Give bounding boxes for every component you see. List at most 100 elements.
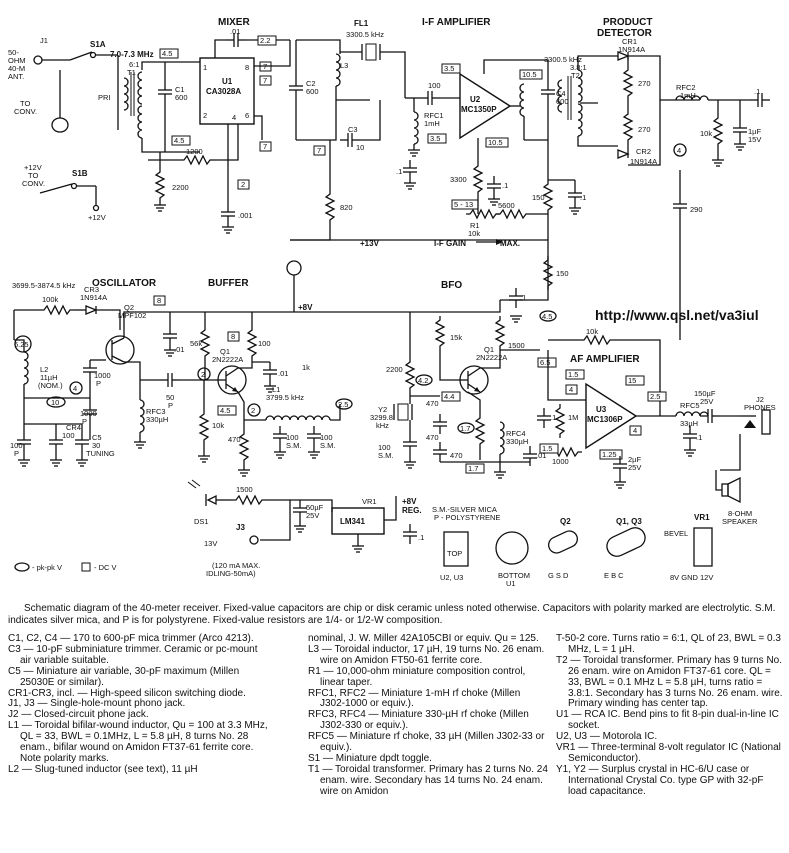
r3300-label: 3300: [450, 175, 467, 184]
c2-trimmer-icon: [288, 77, 304, 99]
svg-text:Q2: Q2: [560, 517, 571, 526]
c100-sm-bfo-icon: [402, 433, 418, 455]
svg-text:.1: .1: [418, 533, 424, 542]
svg-text:.1: .1: [520, 293, 526, 302]
svg-text:.1: .1: [502, 181, 508, 190]
svg-text:2: 2: [251, 406, 255, 415]
r2200-bfo-label: 2200: [386, 365, 403, 374]
svg-text:4: 4: [232, 113, 236, 122]
q1-bfo-transistor-icon: [459, 365, 489, 395]
svg-text:6: 6: [245, 111, 249, 120]
r2200-label: 2200: [172, 183, 189, 192]
r270b-label: 270: [638, 125, 651, 134]
u3-ic: [585, 382, 638, 450]
vr1-ic-label: LM341: [340, 517, 365, 526]
r100k-icon: [39, 305, 75, 315]
svg-text:.1: .1: [550, 413, 556, 422]
svg-text:6.5: 6.5: [540, 358, 550, 367]
r15k-icon: [435, 315, 445, 351]
svg-text:.1: .1: [754, 87, 760, 96]
svg-text:2.5: 2.5: [650, 392, 660, 401]
part-item: L3 — Toroidal inductor, 17 µH, 19 turns …: [308, 643, 545, 666]
receiver-schematic: MIXER I-F AMPLIFIER PRODUCT DETECTOR OSC…: [8, 17, 776, 588]
if-amplifier-title: I-F AMPLIFIER: [422, 17, 491, 28]
part-item: T2 — Toroidal transformer. Primary has 9…: [556, 654, 783, 710]
bfo-title: BFO: [441, 280, 462, 291]
u1-ic: [199, 57, 255, 125]
if-gain-label: I-F GAIN: [434, 239, 466, 248]
svg-text:4.5: 4.5: [162, 49, 172, 58]
r150a-label: 150: [532, 193, 545, 202]
part-item: RFC1, RFC2 — Miniature 1-mH rf choke (Mi…: [308, 687, 521, 710]
j3-label: J3: [236, 523, 245, 532]
part-item: C3 — 10-pF subminiature trimmer. Ceramic…: [8, 643, 258, 666]
r1-pot-icon: [465, 209, 501, 219]
osc-freq-label: 3699.5-3874.5 kHz: [12, 281, 76, 290]
source-url[interactable]: http://www.qsl.net/va3iul: [595, 307, 759, 323]
r1500-led-icon: [231, 495, 267, 505]
rfc1-icon: [413, 111, 419, 145]
c01-mixer-label: .01: [230, 27, 240, 36]
plus12v-label: +12V: [88, 213, 106, 222]
part-item: L1 — Toroidal bifilar-wound inductor, Qu…: [8, 720, 268, 764]
c100-if-icon: [419, 90, 441, 106]
r150-if-icon: [543, 179, 553, 215]
l3-coil-icon: [335, 53, 341, 87]
svg-text:4: 4: [633, 426, 637, 435]
r56k-label: 56k: [190, 339, 202, 348]
product-detector-title-1: PRODUCT: [603, 17, 652, 28]
svg-text:.1: .1: [696, 433, 702, 442]
r1200-label: 1200: [186, 147, 203, 156]
r1m-icon: [555, 403, 565, 439]
part-item: U1 — RCA IC. Bend pins to fit 8-pin dual…: [556, 709, 779, 732]
s1b-label: S1B: [72, 169, 88, 178]
c470-sm-label: 470: [426, 399, 439, 408]
j1-label: J1: [40, 36, 48, 45]
parts-column-3: T-50-2 core. Turns ratio = 6:1, QL of 23…: [556, 633, 784, 798]
r470-buffer-icon: [239, 429, 249, 465]
plus8v-label: +8V: [298, 303, 313, 312]
mixer-title: MIXER: [218, 17, 250, 28]
svg-text:2: 2: [241, 180, 245, 189]
r470-bfo-icon: [475, 413, 485, 449]
max-label: MAX.: [500, 239, 520, 248]
part-item: R1 — 10,000-ohm miniature composition co…: [308, 665, 526, 688]
svg-text:1.5: 1.5: [542, 444, 552, 453]
t1-freq-label: 7.0-7.3 MHz: [110, 50, 154, 59]
parts-column-2: nominal, J. W. Miller 42A105CBI or equiv…: [308, 633, 548, 798]
svg-text:3.5: 3.5: [444, 64, 454, 73]
fl1-freq-label: 3300.5 kHz: [346, 30, 384, 39]
t2-label: T2: [571, 71, 580, 80]
part-item: VR1 — Three-terminal 8-volt regulator IC…: [556, 742, 781, 764]
svg-text:10: 10: [51, 398, 59, 407]
c01-osc-icon: [162, 325, 178, 347]
l1-coil-icon: [265, 415, 299, 421]
svg-text:8: 8: [157, 296, 161, 305]
svg-text:2.2: 2.2: [260, 36, 270, 45]
u2-ic: [459, 72, 512, 140]
top-label: TOP: [447, 549, 462, 558]
c290-label: 290: [690, 205, 703, 214]
c10-label: 10: [356, 143, 364, 152]
r1500-icon: [495, 315, 505, 351]
